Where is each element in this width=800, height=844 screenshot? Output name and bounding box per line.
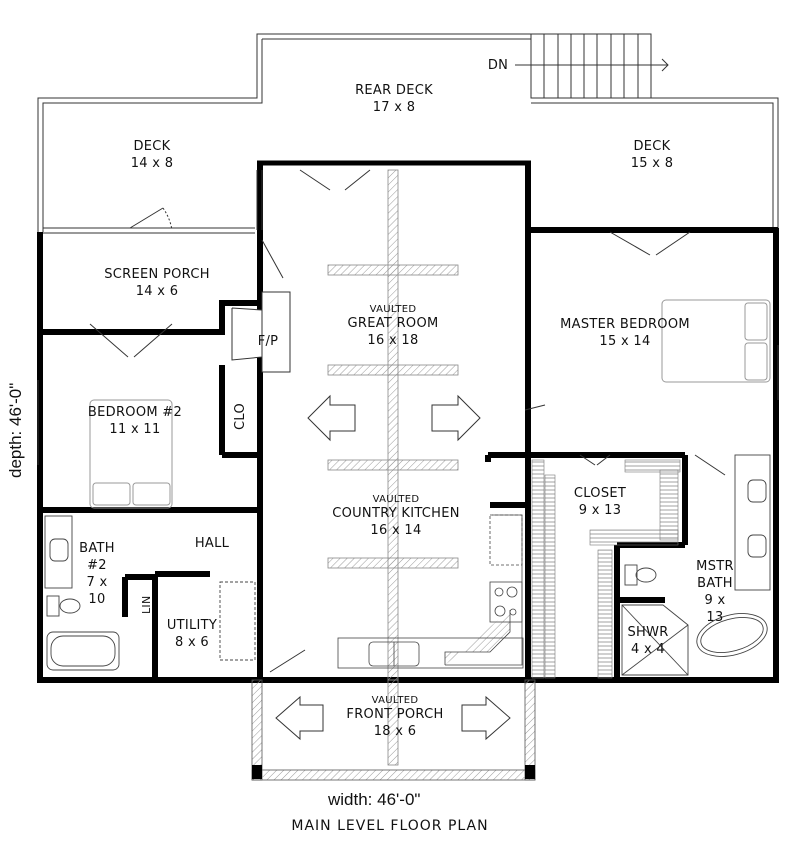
- room-size: 18 x 6: [373, 724, 417, 739]
- room-front-porch: VAULTED FRONT PORCH 18 x 6: [346, 695, 443, 740]
- closet-small-label: CLO: [233, 403, 248, 430]
- room-deck-right: DECK 15 x 8: [631, 138, 674, 172]
- room-hall: HALL: [195, 535, 229, 552]
- room-shower: SHWR 4 x 4: [627, 624, 668, 658]
- room-size: 11 x 11: [109, 422, 161, 437]
- room-great-room: VAULTED GREAT ROOM 16 x 18: [348, 304, 439, 349]
- room-utility: UTILITY 8 x 6: [167, 617, 217, 651]
- room-size: 4 x 4: [631, 642, 665, 657]
- kitchen-counters: [337, 514, 524, 669]
- room-master-bedroom: MASTER BEDROOM 15 x 14: [560, 316, 690, 350]
- room-bedroom-2: BEDROOM #2 11 x 11: [88, 404, 182, 438]
- room-name: REAR DECK: [355, 83, 433, 98]
- room-name: DECK: [633, 139, 671, 154]
- room-bath-2: BATH #2 7 x 10: [77, 540, 117, 608]
- room-name: MSTR BATH: [696, 559, 734, 591]
- room-name: SCREEN PORCH: [104, 267, 210, 282]
- room-size: 15 x 8: [630, 156, 674, 171]
- room-name: HALL: [194, 536, 230, 551]
- bath-fixtures: [44, 454, 771, 676]
- room-mstr-bath: MSTR BATH 9 x 13: [695, 558, 735, 626]
- room-size: 14 x 6: [135, 284, 179, 299]
- width-dimension: width: 46'-0": [328, 790, 421, 809]
- exterior-walls: [37, 160, 779, 683]
- room-name: DECK: [133, 139, 171, 154]
- room-note: VAULTED: [372, 494, 420, 505]
- room-rear-deck: REAR DECK 17 x 8: [355, 82, 433, 116]
- room-name: BATH #2: [79, 541, 115, 573]
- depth-dimension: depth: 46'-0": [6, 382, 25, 478]
- room-size: 16 x 18: [367, 333, 419, 348]
- stairs: [515, 33, 669, 99]
- room-name: FRONT PORCH: [346, 707, 444, 722]
- plan-title: MAIN LEVEL FLOOR PLAN: [291, 818, 489, 834]
- room-name: SHWR: [627, 625, 669, 640]
- fireplace-label: F/P: [257, 334, 279, 349]
- room-name: CLOSET: [573, 486, 627, 501]
- room-size: 14 x 8: [130, 156, 174, 171]
- room-closet: CLOSET 9 x 13: [574, 485, 626, 519]
- room-name: BEDROOM #2: [87, 405, 183, 420]
- direction-arrows: [275, 394, 511, 741]
- room-size: 15 x 14: [599, 334, 651, 349]
- room-name: COUNTRY KITCHEN: [332, 506, 460, 521]
- doors: [89, 169, 726, 673]
- beds: [89, 299, 771, 509]
- linen-label: LIN: [140, 595, 153, 614]
- room-size: 16 x 14: [370, 523, 422, 538]
- room-size: 17 x 8: [372, 100, 416, 115]
- room-deck-left: DECK 14 x 8: [131, 138, 174, 172]
- room-note: VAULTED: [371, 695, 419, 706]
- stair-down-label: DN: [487, 58, 509, 73]
- room-name: MASTER BEDROOM: [560, 317, 690, 332]
- fireplace: [231, 291, 291, 373]
- closet-shelves: [531, 459, 681, 679]
- room-note: VAULTED: [369, 304, 417, 315]
- room-country-kitchen: VAULTED COUNTRY KITCHEN 16 x 14: [332, 494, 460, 539]
- room-name: GREAT ROOM: [347, 316, 439, 331]
- room-size: 7 x 10: [86, 575, 108, 607]
- room-name: UTILITY: [166, 618, 218, 633]
- ceiling-beams: [327, 169, 459, 766]
- room-size: 9 x 13: [578, 503, 622, 518]
- windows: [37, 170, 779, 465]
- room-size: 8 x 6: [174, 635, 209, 650]
- room-size: 9 x 13: [704, 593, 726, 625]
- room-screen-porch: SCREEN PORCH 14 x 6: [104, 266, 210, 300]
